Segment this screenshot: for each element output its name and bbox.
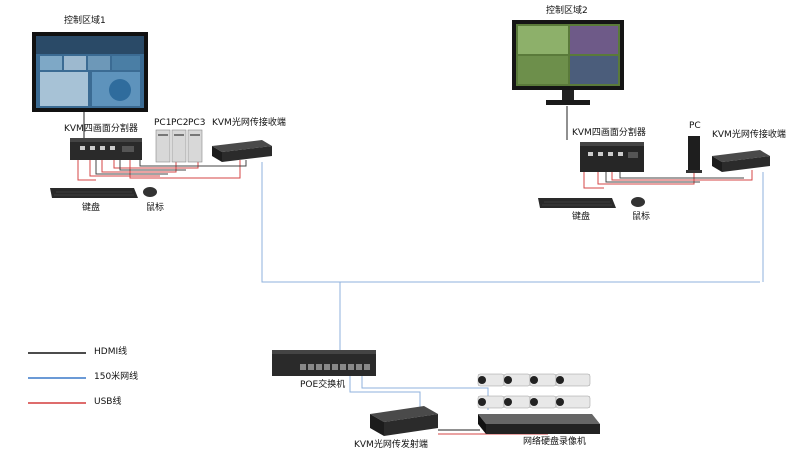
camera-icon bbox=[529, 395, 557, 409]
monitor-zone1 bbox=[32, 32, 148, 112]
zone2-pc-label: PC bbox=[689, 121, 701, 131]
network-cable-zone1 bbox=[261, 162, 760, 283]
kvm-transmitter bbox=[370, 406, 438, 436]
keyboard-zone1 bbox=[50, 188, 138, 198]
kvm-splitter-zone2 bbox=[580, 142, 644, 172]
zone2-mouse-label: 鼠标 bbox=[632, 212, 651, 222]
kvm-splitter-zone1 bbox=[70, 138, 142, 160]
hdmi-cable-zone2-b bbox=[619, 172, 744, 179]
legend-hdmi-label: HDMI线 bbox=[94, 347, 128, 357]
usb-cable-zone1-e bbox=[129, 158, 241, 179]
camera-icon bbox=[555, 395, 591, 409]
pc1-label: PC1 bbox=[154, 118, 172, 128]
pc3-tower bbox=[187, 129, 203, 163]
usb-cable-zone2-c bbox=[611, 170, 753, 181]
zone2-keyboard-label: 键盘 bbox=[572, 212, 591, 222]
keyboard-zone2 bbox=[538, 198, 616, 208]
pc3-label: PC3 bbox=[188, 118, 206, 128]
pc2-label: PC2 bbox=[171, 118, 189, 128]
camera-icon bbox=[477, 373, 505, 387]
monitor-zone2 bbox=[512, 20, 624, 105]
camera-icon bbox=[477, 395, 505, 409]
usb-cable-zone2-a bbox=[583, 172, 604, 189]
pc1-tower bbox=[155, 129, 171, 163]
camera-icon bbox=[503, 395, 531, 409]
zone2-splitter-label: KVM四画面分割器 bbox=[572, 128, 646, 138]
nvr-label: 网络硬盘录像机 bbox=[523, 437, 587, 447]
hdmi-cable-zone1-a bbox=[95, 158, 168, 175]
pc-zone2 bbox=[686, 136, 702, 173]
pc2-tower bbox=[171, 129, 187, 163]
kvm-receiver-zone2 bbox=[712, 150, 770, 172]
zone2-receiver-label: KVM光网传接收端 bbox=[712, 130, 786, 140]
zone2-title: 控制区域2 bbox=[546, 6, 588, 16]
mouse-zone1 bbox=[143, 187, 157, 197]
camera-icon bbox=[555, 373, 591, 387]
hdmi-cable-zone1-c bbox=[139, 158, 247, 167]
network-video-recorder bbox=[478, 414, 600, 434]
zone1-receiver-label: KVM光网传接收端 bbox=[212, 118, 286, 128]
poe-switch bbox=[272, 350, 376, 376]
legend-network-label: 150米网线 bbox=[94, 372, 139, 382]
hdmi-cable-zone1-b bbox=[119, 158, 186, 171]
zone1-splitter-label: KVM四画面分割器 bbox=[64, 124, 138, 134]
zone1-title: 控制区域1 bbox=[64, 16, 106, 26]
mouse-zone2 bbox=[631, 197, 645, 207]
poe-switch-label: POE交换机 bbox=[300, 380, 346, 390]
network-cable-nvr bbox=[361, 372, 489, 410]
usb-cable-zone1-d bbox=[113, 158, 199, 169]
camera-icon bbox=[529, 373, 557, 387]
hdmi-cable-zone2-a bbox=[605, 172, 700, 183]
usb-cable-zone1-b bbox=[89, 158, 160, 177]
transmitter-label: KVM光网传发射端 bbox=[354, 440, 428, 450]
legend-usb-label: USB线 bbox=[94, 397, 122, 407]
camera-cluster bbox=[477, 373, 591, 409]
zone1-mouse-label: 鼠标 bbox=[146, 203, 165, 213]
zone1-keyboard-label: 键盘 bbox=[82, 203, 101, 213]
network-cable-transmitter bbox=[349, 372, 421, 408]
camera-icon bbox=[503, 373, 531, 387]
usb-cable-zone1-a bbox=[77, 158, 96, 181]
kvm-receiver-zone1 bbox=[212, 140, 272, 162]
